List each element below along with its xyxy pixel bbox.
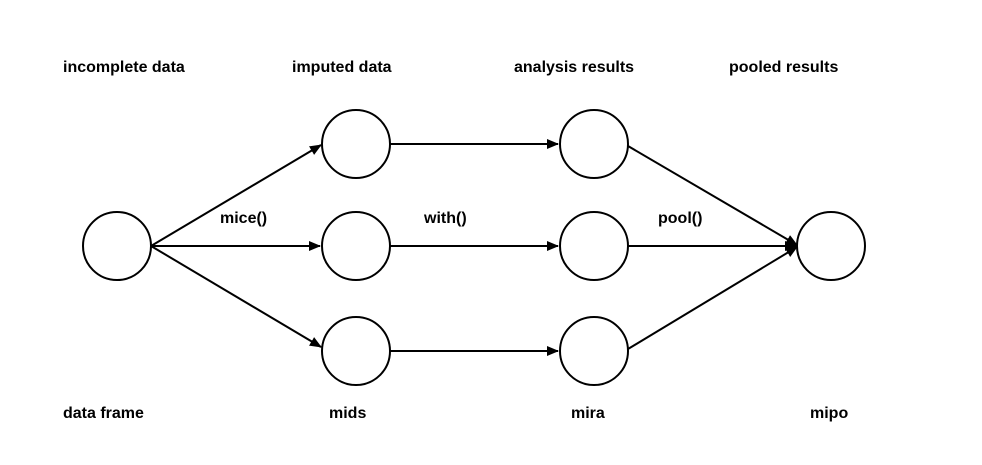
node-pooled bbox=[796, 211, 866, 281]
class-label-mira: mira bbox=[571, 405, 605, 422]
node-imputed-3 bbox=[321, 316, 391, 386]
node-analysis-3 bbox=[559, 316, 629, 386]
arrow-pool-3 bbox=[627, 246, 798, 350]
arrow-pool-1 bbox=[627, 145, 798, 246]
node-data-frame bbox=[82, 211, 152, 281]
arrow-mice-to-imputed-3 bbox=[150, 245, 322, 348]
arrow-mice-to-imputed-1 bbox=[150, 144, 322, 247]
node-analysis-2 bbox=[559, 211, 629, 281]
heading-incomplete-data: incomplete data bbox=[63, 59, 185, 76]
function-label-with: with() bbox=[424, 210, 467, 227]
node-imputed-1 bbox=[321, 109, 391, 179]
node-analysis-1 bbox=[559, 109, 629, 179]
heading-imputed-data: imputed data bbox=[292, 59, 392, 76]
class-label-mids: mids bbox=[329, 405, 367, 422]
class-label-data-frame: data frame bbox=[63, 405, 144, 422]
node-imputed-2 bbox=[321, 211, 391, 281]
function-label-pool: pool() bbox=[658, 210, 703, 227]
class-label-mipo: mipo bbox=[810, 405, 849, 422]
function-label-mice: mice() bbox=[220, 210, 268, 227]
heading-pooled-results: pooled results bbox=[729, 59, 839, 76]
heading-analysis-results: analysis results bbox=[514, 59, 635, 76]
